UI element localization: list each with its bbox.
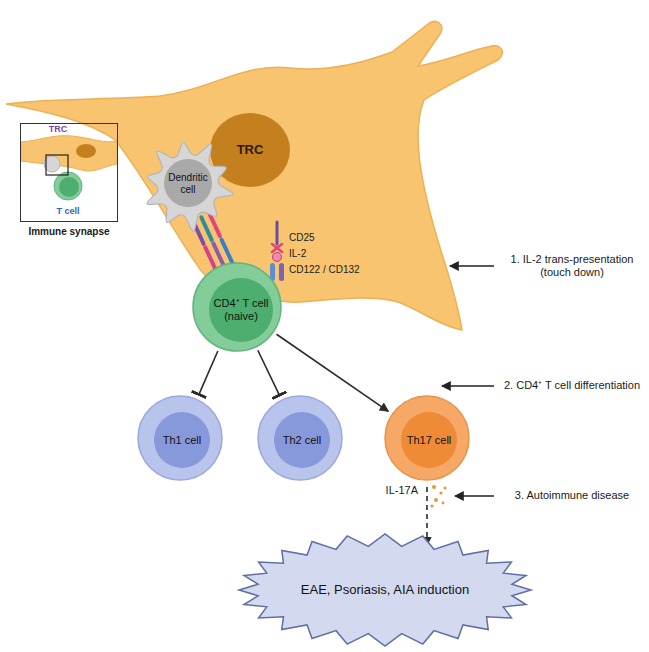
cytokine-dot (439, 491, 442, 494)
dendritic-cell: Dendritic cell (138, 135, 238, 235)
il2-receptor (270, 222, 284, 281)
th17-cell: Th17 cell (384, 395, 470, 481)
node-label: Dendritic cell (164, 172, 212, 195)
cytokine-dot (444, 487, 447, 490)
inset-drawing (20, 123, 118, 222)
cell-nucleus (401, 412, 457, 468)
cytokine-dot (432, 485, 436, 489)
edge-label: IL-17A (386, 484, 418, 497)
receptor-label: CD122 / CD132 (289, 264, 360, 276)
cell-membrane (193, 263, 281, 351)
step-label: 2. CD4⁺ T cell differentiation (499, 379, 645, 392)
disease-burst: EAE, Psoriasis, AIA induction (237, 532, 533, 648)
node-label: Th2 cell (276, 434, 328, 447)
node-label: CD4⁺ T cell (naive) (211, 297, 271, 322)
connector (199, 351, 218, 395)
node-label: Th17 cell (403, 434, 455, 447)
cell-membrane (385, 396, 469, 480)
step-label: 1. IL-2 trans-presentation (touch down) (499, 253, 645, 279)
dc-body (147, 142, 233, 231)
connector (258, 350, 280, 395)
mini-trc-nucleus (76, 144, 96, 158)
node-label: TRC (237, 143, 264, 158)
pointer-arrow (442, 385, 494, 386)
cell-nucleus (154, 412, 210, 468)
pointer-arrow (450, 265, 494, 266)
zoom-frame (46, 155, 68, 175)
cytokine-dots (430, 485, 446, 508)
receptor-label: CD25 (289, 232, 315, 244)
node-label: EAE, Psoriasis, AIA induction (298, 583, 473, 598)
dashed-arrow (426, 487, 428, 545)
pointer-arrow (455, 495, 494, 496)
cytokine-dot (434, 498, 438, 502)
inset-ground (20, 123, 118, 222)
inset-cell-label: T cell (56, 206, 79, 217)
inset-cell-label: TRC (49, 124, 68, 135)
th2-cell: Th2 cell (257, 395, 343, 481)
mini-trc (21, 136, 117, 171)
dc-nucleus (164, 159, 212, 207)
synapse-receptors (193, 214, 233, 272)
cytokine-dot (430, 504, 433, 507)
naive-t-cell: CD4⁺ T cell (naive) (192, 262, 282, 352)
receptor-label: IL-2 (289, 248, 306, 260)
cell-nucleus (209, 278, 273, 342)
cell-membrane (138, 396, 222, 480)
mini-t-cell (54, 172, 82, 200)
cell-nucleus (274, 412, 330, 468)
step-label: 3. Autoimmune disease (499, 489, 645, 502)
cell-membrane (258, 396, 342, 480)
mini-t-cell-nucleus (59, 177, 79, 197)
th1-cell: Th1 cell (137, 395, 223, 481)
node-label: Immune synapse (28, 226, 109, 238)
node-label: Th1 cell (156, 434, 208, 447)
cytokine-dot (442, 502, 445, 505)
trc-nucleus (210, 113, 290, 187)
starburst-outline (239, 534, 531, 646)
